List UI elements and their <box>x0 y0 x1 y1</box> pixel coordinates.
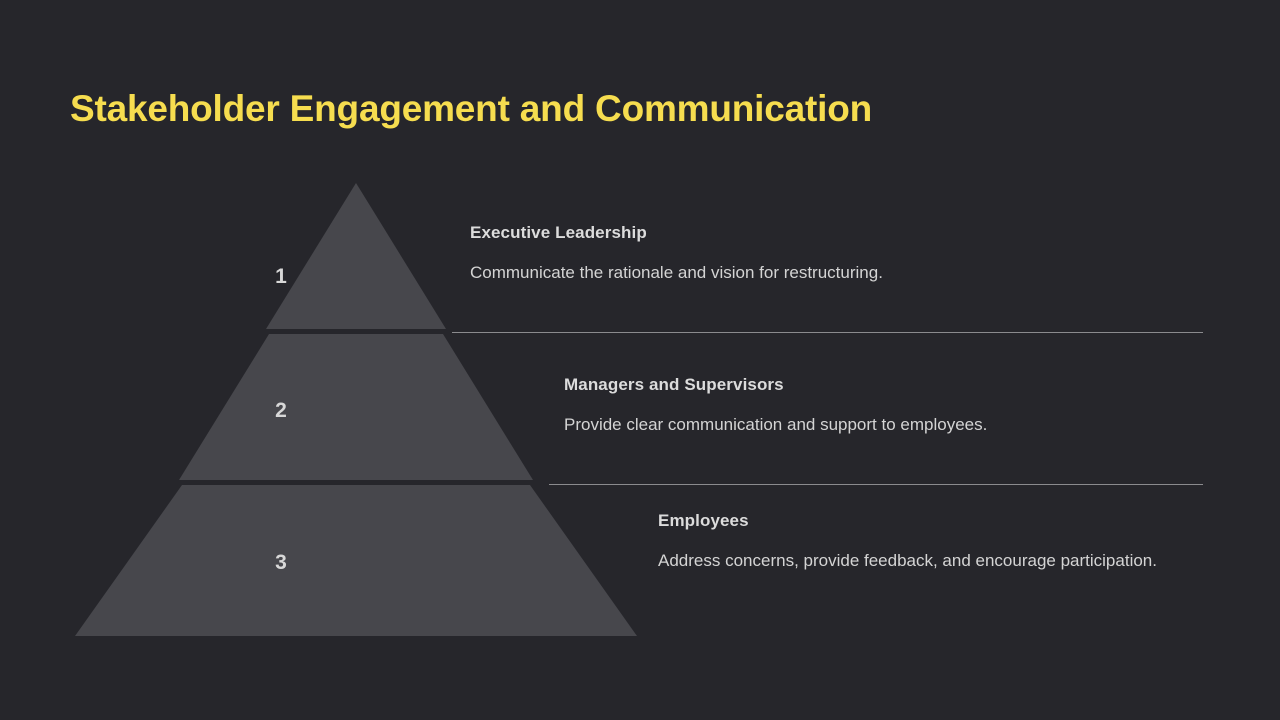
pyramid-tier-3-shape <box>75 485 637 636</box>
pyramid-tier-1-number: 1 <box>275 265 287 288</box>
pyramid-diagram <box>75 183 637 636</box>
tier-1-text-block: Executive Leadership Communicate the rat… <box>470 222 883 289</box>
pyramid-tier-1-shape <box>266 183 446 329</box>
tier-3-text-block: Employees Address concerns, provide feed… <box>658 510 1157 577</box>
tier-1-divider <box>452 332 1203 333</box>
pyramid-svg <box>75 183 637 636</box>
tier-2-heading: Managers and Supervisors <box>564 375 784 394</box>
tier-3-description: Address concerns, provide feedback, and … <box>658 551 1157 570</box>
tier-2-divider <box>549 484 1203 485</box>
tier-2-text-block: Managers and Supervisors Provide clear c… <box>564 374 987 441</box>
tier-1-description: Communicate the rationale and vision for… <box>470 263 883 282</box>
tier-2-description: Provide clear communication and support … <box>564 415 988 434</box>
pyramid-tier-2-number: 2 <box>275 399 287 422</box>
tier-3-heading: Employees <box>658 511 749 530</box>
pyramid-tier-2-shape <box>179 334 533 480</box>
pyramid-tier-3-number: 3 <box>275 551 287 574</box>
page-title: Stakeholder Engagement and Communication <box>70 88 873 129</box>
tier-1-heading: Executive Leadership <box>470 223 647 242</box>
